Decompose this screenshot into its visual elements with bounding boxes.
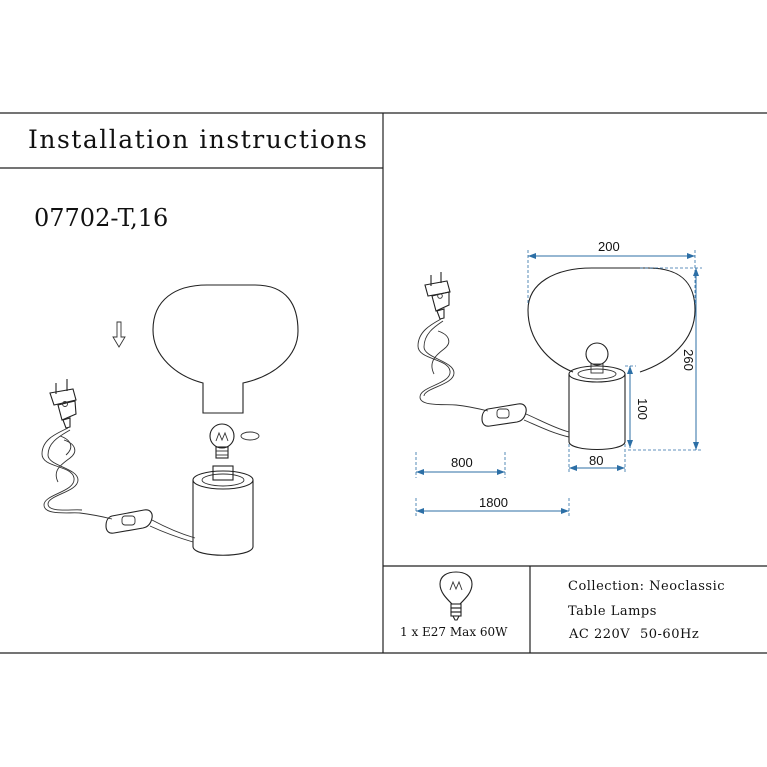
glass-shade bbox=[152, 284, 299, 414]
power-cable bbox=[41, 427, 113, 520]
lamp-base-outline bbox=[568, 365, 626, 450]
page-title: Installation instructions bbox=[28, 125, 368, 154]
glass-shade-outline bbox=[527, 267, 696, 373]
bulb-spec-box: 1 x E27 Max 60W bbox=[400, 571, 508, 639]
cable-to-base bbox=[151, 519, 196, 539]
height-label: 260 bbox=[681, 349, 696, 371]
cable-to-base-2 bbox=[149, 525, 194, 543]
power-plug-outline-icon bbox=[424, 272, 451, 320]
light-bulb-outline bbox=[585, 342, 609, 374]
inline-switch bbox=[105, 509, 153, 534]
dimension-base-height: 100 bbox=[625, 365, 650, 448]
power-plug-icon bbox=[49, 379, 77, 429]
model-number: 07702-T,16 bbox=[34, 204, 168, 232]
down-arrow-icon bbox=[112, 321, 126, 348]
bulb-spec: 1 x E27 Max 60W bbox=[400, 625, 508, 639]
inline-switch-outline bbox=[481, 403, 527, 427]
dimension-drawing: 200 260 100 80 bbox=[415, 239, 702, 518]
dimension-width: 200 bbox=[527, 239, 696, 305]
base-width-label: 80 bbox=[589, 453, 603, 468]
light-bulb-icon bbox=[209, 423, 260, 459]
cable-to-switch-label: 800 bbox=[451, 455, 473, 470]
cable-switch-to-base-2 bbox=[523, 419, 570, 438]
width-label: 200 bbox=[598, 239, 620, 254]
cable-total-label: 1800 bbox=[479, 495, 508, 510]
frequency: 50-60Hz bbox=[640, 627, 699, 642]
dimension-cable-total: 1800 bbox=[415, 495, 570, 518]
lamp-base bbox=[192, 465, 254, 556]
voltage: AC 220V bbox=[568, 627, 630, 642]
collection-name: Collection: Neoclassic bbox=[568, 579, 725, 594]
sheet-frame bbox=[0, 112, 767, 654]
dimension-base-width: 80 bbox=[568, 444, 626, 472]
cable-switch-to-base bbox=[525, 413, 570, 433]
bulb-icon bbox=[439, 571, 473, 621]
product-specs: Collection: Neoclassic Table Lamps AC 22… bbox=[568, 579, 725, 642]
power-cable-outline bbox=[417, 318, 489, 412]
dimension-height: 260 bbox=[628, 267, 702, 451]
product-category: Table Lamps bbox=[568, 604, 657, 619]
dimension-cable-to-switch: 800 bbox=[415, 452, 506, 478]
assembly-drawing bbox=[41, 284, 299, 556]
base-height-label: 100 bbox=[635, 398, 650, 420]
